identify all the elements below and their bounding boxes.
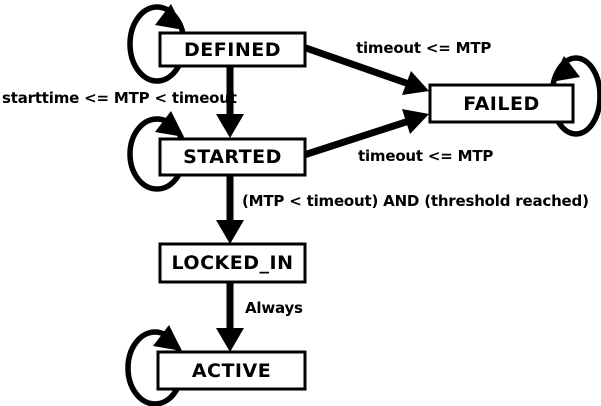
self-loop-arrowhead-defined-icon: [155, 4, 184, 30]
state-box-started: [158, 137, 307, 177]
state-box-defined: [158, 31, 307, 68]
arrowhead-locked-in-to-active-icon: [216, 328, 244, 352]
state-box-active: [156, 350, 307, 391]
state-box-locked-in: [158, 242, 307, 284]
arrowhead-started-to-failed-icon: [402, 109, 429, 134]
arrowhead-defined-to-failed-icon: [402, 71, 429, 95]
arrowhead-started-to-locked-in-icon: [216, 220, 244, 244]
arrow-defined-to-failed: [301, 43, 411, 88]
state-box-failed: [428, 83, 575, 124]
self-loop-arrowhead-started-icon: [155, 111, 184, 137]
arrowhead-defined-to-started-icon: [216, 114, 244, 138]
arrow-started-to-failed: [302, 117, 411, 159]
self-loop-arrowhead-active-icon: [153, 325, 182, 351]
self-loop-arrowhead-failed-icon: [551, 56, 580, 82]
